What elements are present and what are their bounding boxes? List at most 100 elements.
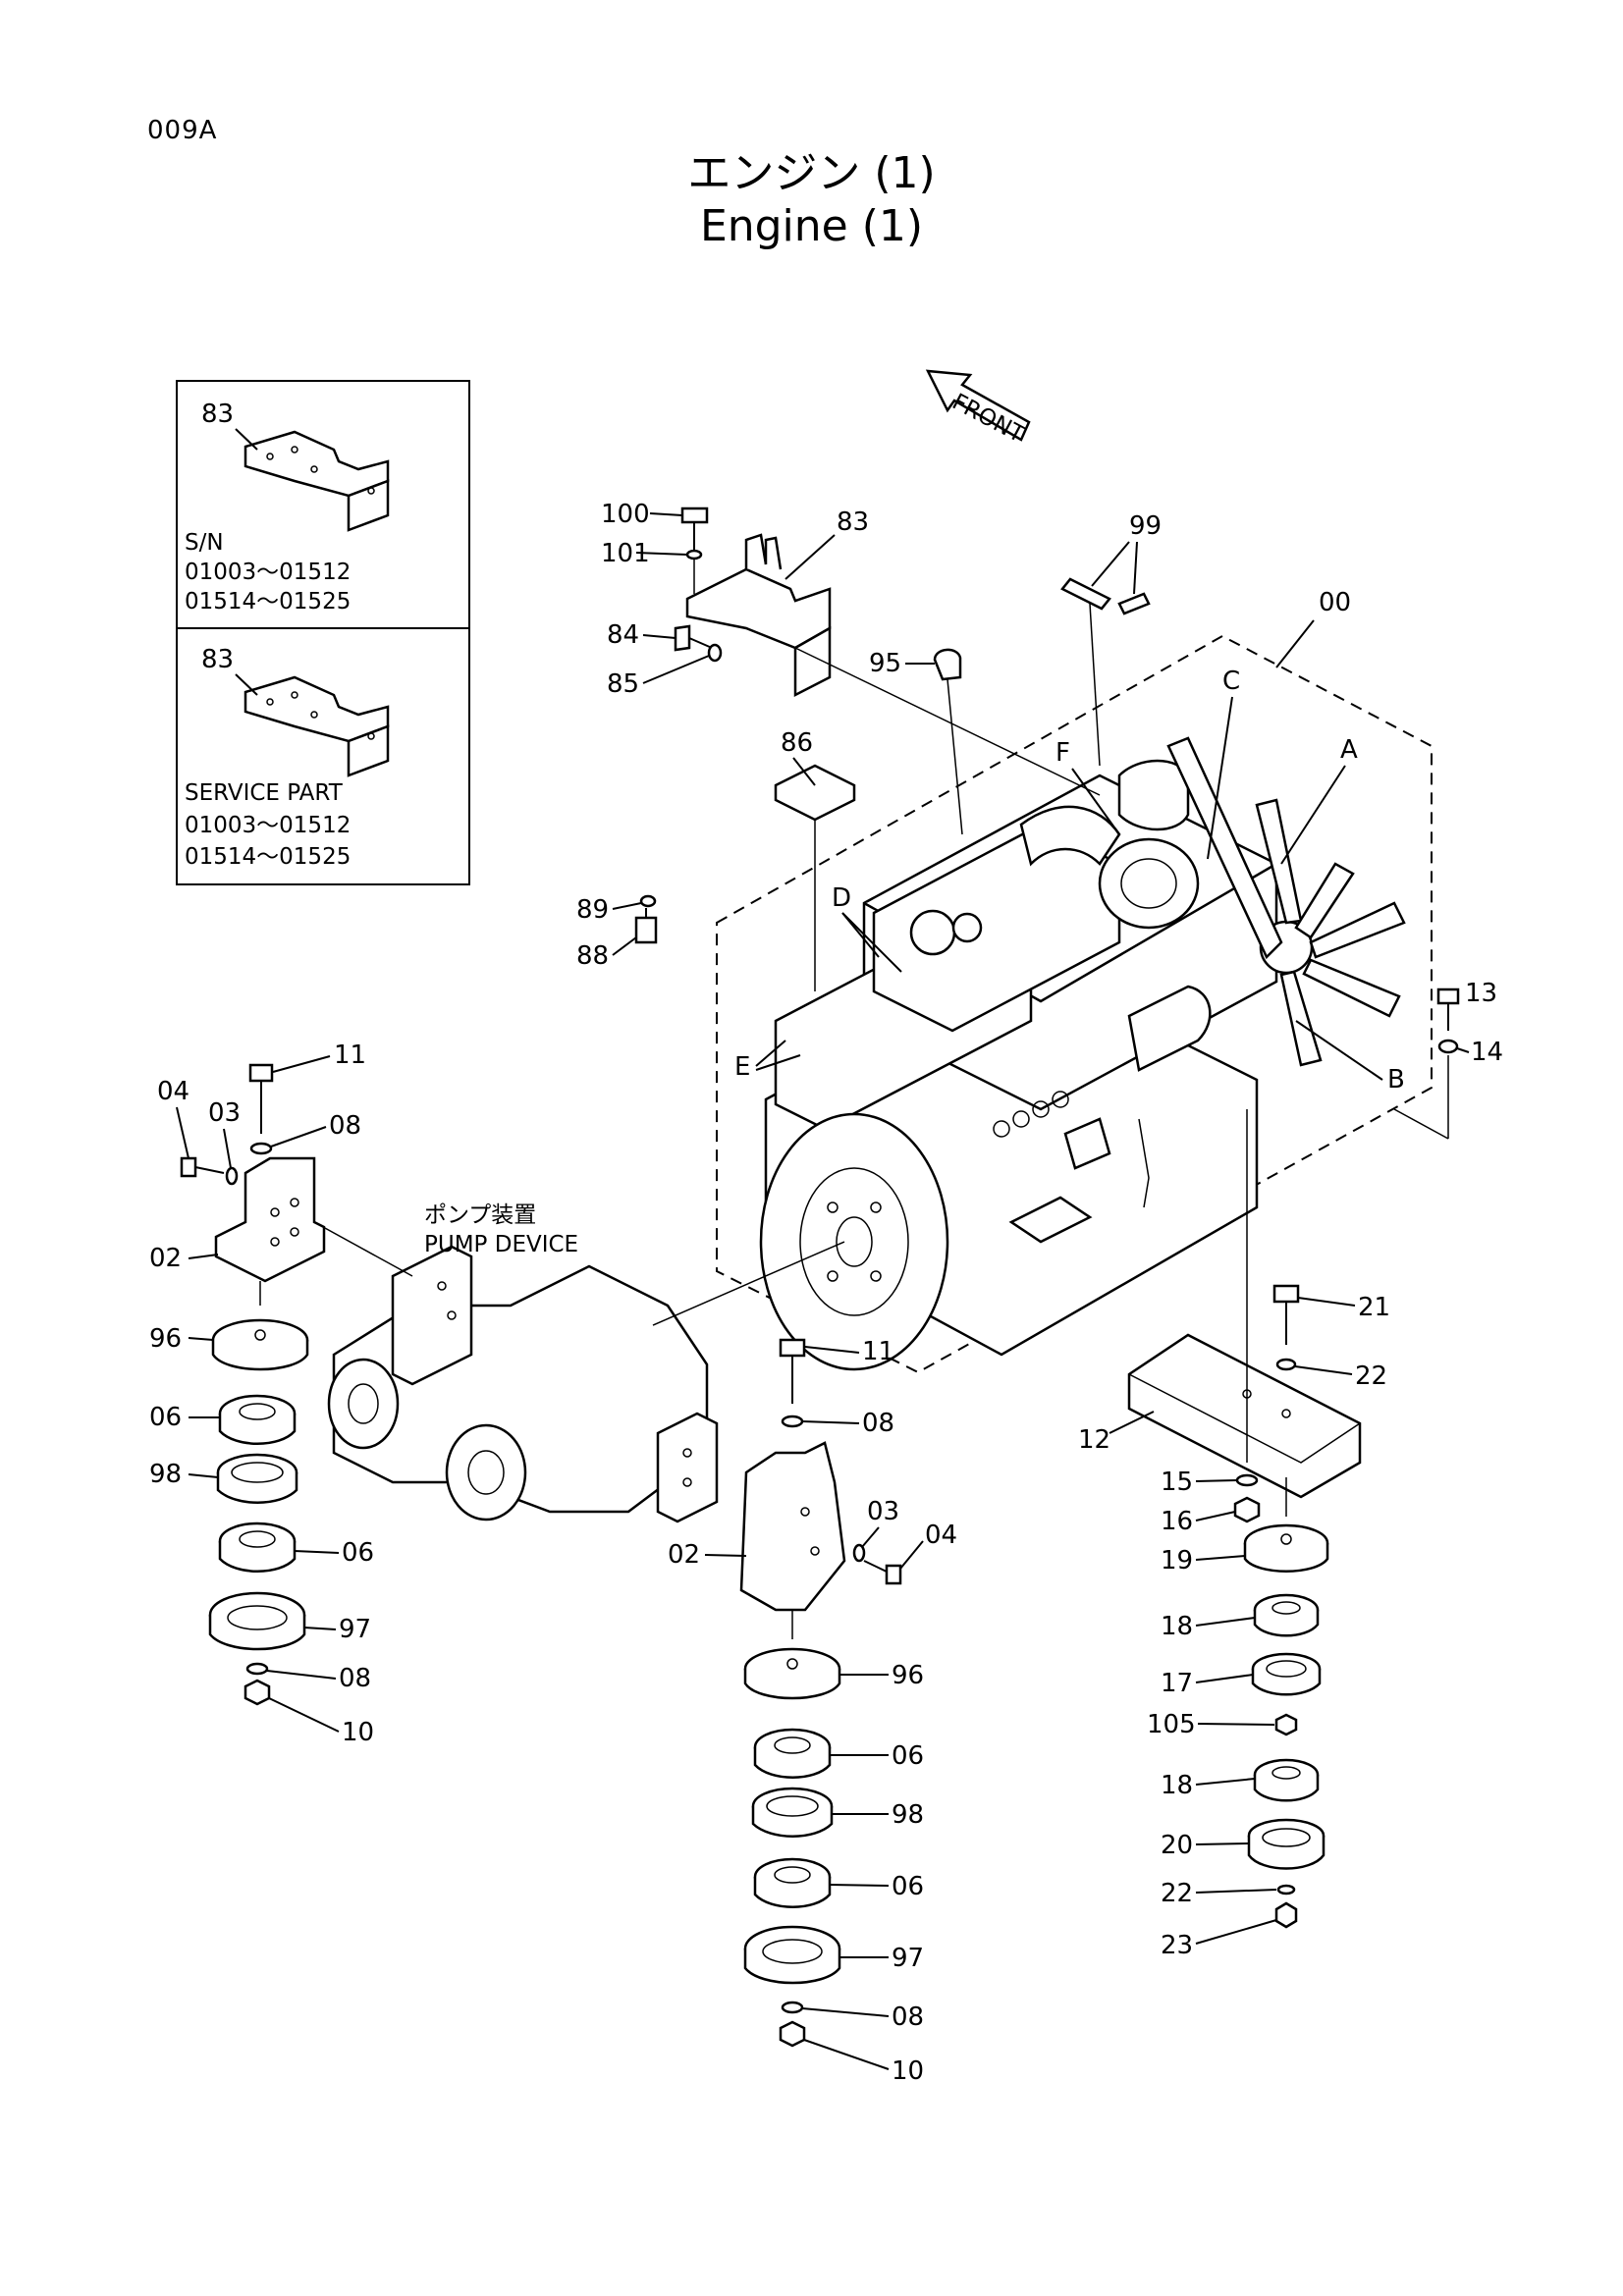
mid-bolt-11 xyxy=(779,1338,806,1404)
callout-r21: 21 xyxy=(1358,1293,1390,1322)
mid-mount-06a xyxy=(753,1728,832,1779)
left-bolt-04 xyxy=(180,1156,225,1178)
callout-r12: 12 xyxy=(1078,1425,1110,1455)
engine-bracket-83 xyxy=(685,533,832,698)
callout-r17: 17 xyxy=(1161,1669,1193,1698)
right-bracket-12 xyxy=(1127,1333,1362,1499)
inset-service-part-label: SERVICE PART xyxy=(185,780,344,806)
callout-100: 100 xyxy=(601,500,650,529)
page-title-english: Engine (1) xyxy=(699,201,924,251)
bolt-13 xyxy=(1436,988,1460,1031)
bolt-88 xyxy=(634,908,658,944)
inset-sn-label: S/N xyxy=(185,530,224,556)
plate-86 xyxy=(774,764,856,822)
callout-14: 14 xyxy=(1471,1038,1503,1067)
callout-mid-96: 96 xyxy=(892,1661,924,1690)
callout-left-04: 04 xyxy=(157,1077,189,1106)
engine-assembly-boundary xyxy=(716,634,1433,1374)
left-mount-06a xyxy=(218,1394,297,1445)
washer-89 xyxy=(639,894,657,908)
left-nut-10 xyxy=(243,1679,271,1706)
callout-99: 99 xyxy=(1129,511,1162,541)
serial-number-inset: 83 S/N 01003～01512 01514～01525 83 SERVIC… xyxy=(176,380,470,885)
callout-mid-97: 97 xyxy=(892,1944,924,1973)
right-nut-16 xyxy=(1233,1496,1261,1523)
inset-bracket-bottom-drawing xyxy=(243,675,390,777)
callout-left-10: 10 xyxy=(342,1718,374,1747)
bolt-84 xyxy=(674,624,713,652)
callout-left-06a: 06 xyxy=(149,1403,182,1432)
left-washer-03 xyxy=(225,1166,239,1186)
front-arrow: FRONT xyxy=(925,369,1031,449)
callout-86: 86 xyxy=(781,728,813,758)
engine-drawing xyxy=(759,736,1406,1371)
page-title-japanese: エンジン (1) xyxy=(687,148,936,198)
mid-mount-06b xyxy=(753,1857,832,1908)
washer-85 xyxy=(707,643,723,663)
left-mount-98 xyxy=(216,1453,298,1504)
callout-13: 13 xyxy=(1465,979,1497,1008)
callout-left-03: 03 xyxy=(208,1098,241,1128)
callout-left-96: 96 xyxy=(149,1324,182,1354)
callout-mid-98: 98 xyxy=(892,1800,924,1830)
callout-mid-03: 03 xyxy=(867,1497,899,1526)
callout-r23: 23 xyxy=(1161,1931,1193,1960)
callout-mid-06b: 06 xyxy=(892,1872,924,1901)
inset-frame xyxy=(176,380,470,885)
washer-101 xyxy=(685,549,703,561)
callout-r16: 16 xyxy=(1161,1507,1193,1536)
right-mount-18b xyxy=(1253,1758,1320,1802)
mid-mount-96 xyxy=(743,1647,841,1700)
mid-mount-98 xyxy=(751,1787,834,1838)
callout-r18b: 18 xyxy=(1161,1771,1193,1800)
page-code: 009A xyxy=(147,116,218,145)
flywheel xyxy=(759,1112,949,1371)
right-washer-22b xyxy=(1276,1884,1296,1896)
left-washer-08 xyxy=(249,1142,273,1155)
callout-mid-06a: 06 xyxy=(892,1741,924,1771)
inset-callout-83-top: 83 xyxy=(201,400,234,429)
callout-mid-11: 11 xyxy=(862,1337,894,1366)
callout-r18a: 18 xyxy=(1161,1612,1193,1641)
connector-99a xyxy=(1060,577,1111,611)
callout-r20: 20 xyxy=(1161,1831,1193,1860)
connector-99b xyxy=(1117,592,1151,615)
bolt-100 xyxy=(680,507,709,550)
right-mount-17 xyxy=(1251,1652,1322,1696)
pump-device-label-en: PUMP DEVICE xyxy=(424,1232,578,1257)
clamp-95 xyxy=(933,648,962,681)
right-nut-23 xyxy=(1274,1901,1298,1929)
left-mount-06b xyxy=(218,1522,297,1573)
right-mount-20 xyxy=(1247,1818,1325,1870)
callout-left-02: 02 xyxy=(149,1244,182,1273)
callout-left-98: 98 xyxy=(149,1460,182,1489)
callout-F: F xyxy=(1055,738,1070,768)
callout-B: B xyxy=(1387,1065,1405,1095)
inset-sn-range-1: 01003～01512 xyxy=(185,560,351,585)
right-mount-19 xyxy=(1243,1523,1329,1573)
callout-mid-02: 02 xyxy=(668,1540,700,1570)
inset-sn-range-2: 01514～01525 xyxy=(185,589,351,614)
inset-bracket-top-drawing xyxy=(243,430,390,532)
callout-88: 88 xyxy=(576,941,609,971)
inset-service-range-1: 01003～01512 xyxy=(185,813,351,838)
left-bolt-11 xyxy=(248,1063,274,1134)
callout-C: C xyxy=(1222,667,1240,696)
right-washer-15 xyxy=(1235,1473,1259,1487)
callout-labels: 100 101 83 84 85 95 99 00 C A F 86 D 89 … xyxy=(149,500,1503,2086)
inset-service-range-2: 01514～01525 xyxy=(185,844,351,870)
callout-mid-08: 08 xyxy=(862,1409,894,1438)
mid-bolt-04 xyxy=(863,1560,902,1585)
right-mount-assembly xyxy=(1127,1109,1362,1929)
callout-r19: 19 xyxy=(1161,1546,1193,1575)
callout-mid-08b: 08 xyxy=(892,2002,924,2032)
callout-mid-10: 10 xyxy=(892,2056,924,2086)
callout-85: 85 xyxy=(607,669,639,699)
callout-r22: 22 xyxy=(1355,1362,1387,1391)
callout-95: 95 xyxy=(869,649,901,678)
mid-washer-03 xyxy=(852,1543,866,1563)
callout-84: 84 xyxy=(607,620,639,650)
left-mount-96 xyxy=(211,1318,309,1371)
callout-E: E xyxy=(734,1052,750,1082)
right-washer-22 xyxy=(1275,1358,1297,1371)
